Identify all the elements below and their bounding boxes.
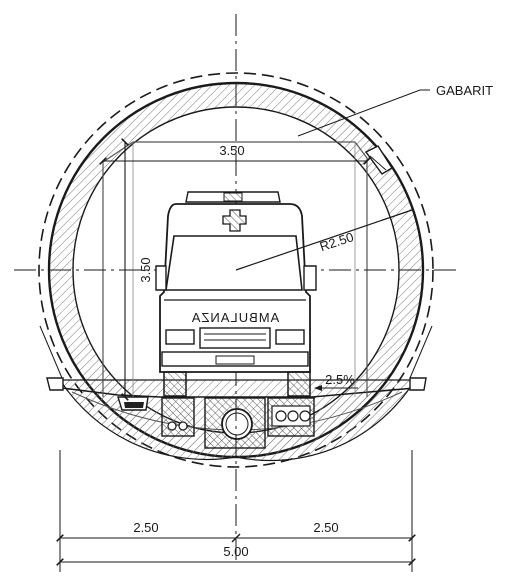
left-mirror <box>155 265 167 291</box>
gabarit-label: GABARIT <box>436 83 493 98</box>
right-mirror <box>303 265 317 291</box>
utility-duct-c <box>299 410 311 422</box>
right-wheel <box>287 371 311 397</box>
left-haunch <box>46 377 64 391</box>
excavation-outline-dashed <box>38 72 434 468</box>
left-headlight <box>165 329 195 345</box>
total-width-label: 5.00 <box>223 544 248 559</box>
right-headlight <box>275 329 305 345</box>
cross-emblem <box>222 209 247 232</box>
ambulance-grille <box>199 327 271 349</box>
central-collector-pipe-inner <box>225 412 249 436</box>
utility-duct-b <box>287 410 299 422</box>
left-haunch-diag <box>39 325 63 379</box>
clearance-envelope <box>102 141 368 397</box>
ambulance-windshield <box>165 235 303 291</box>
beacon-center <box>223 192 243 202</box>
ambulance-text: AMBULANZA <box>191 310 279 325</box>
lamp-detail <box>369 155 387 171</box>
ambulance-vehicle: AMBULANZA <box>155 191 317 397</box>
radius-line <box>235 209 413 271</box>
left-wheel <box>163 371 187 397</box>
license-plate <box>215 355 255 365</box>
left-kerb-shade <box>124 402 144 408</box>
center-dim-tick <box>231 533 241 543</box>
slope-label: 2.5% <box>325 372 355 387</box>
clearance-height-label: 3.50 <box>138 257 153 282</box>
gabarit-leader <box>297 89 430 137</box>
left-drain-pipe-a <box>167 421 177 431</box>
left-drain-pipe-b <box>178 421 188 431</box>
half-right-label: 2.50 <box>313 520 338 535</box>
lamp-fixture <box>364 145 393 175</box>
road-surface-line <box>61 387 416 398</box>
radius-label: R2.50 <box>318 229 356 254</box>
right-haunch <box>409 377 427 391</box>
half-left-label: 2.50 <box>133 520 158 535</box>
left-drain-block <box>161 397 195 437</box>
clearance-width-label: 3.50 <box>219 143 244 158</box>
utility-duct-a <box>275 410 287 422</box>
slope-arrowhead <box>314 385 322 391</box>
right-haunch-diag <box>409 325 433 379</box>
